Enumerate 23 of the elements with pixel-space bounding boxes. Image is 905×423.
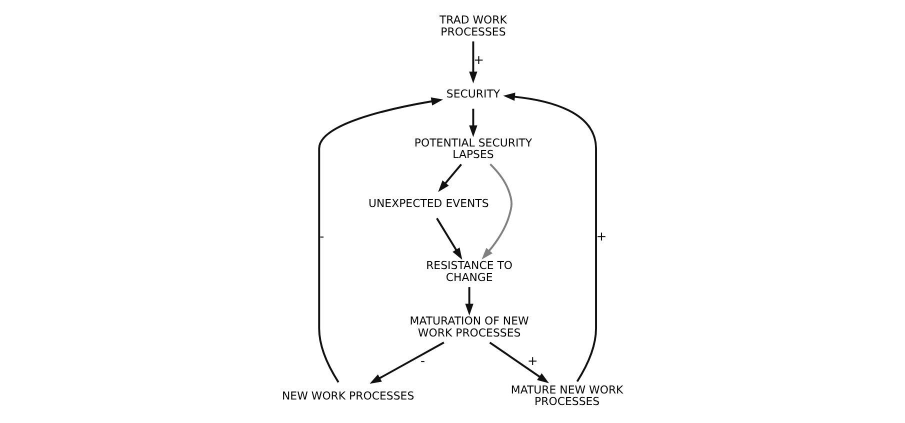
arrow <box>469 108 478 138</box>
arrow <box>318 97 444 383</box>
arrow <box>438 164 462 192</box>
node-text: POTENTIAL SECURITY LAPSES <box>414 136 532 162</box>
node-text: MATURATION OF NEW WORK PROCESSES <box>410 314 529 340</box>
arrow <box>465 287 474 316</box>
arrow <box>469 41 478 84</box>
edge-label: + <box>527 353 538 368</box>
node-text: RESISTANCE TO CHANGE <box>426 259 513 284</box>
arrow <box>436 218 462 260</box>
node-text: MATURE NEW WORK PROCESSES <box>510 384 624 408</box>
node-text: UNEXPECTED EVENTS <box>368 196 489 210</box>
arrow <box>503 92 597 382</box>
edge-label: + <box>596 228 607 244</box>
edge-label: - <box>420 353 426 368</box>
node-text: SECURITY <box>446 87 500 100</box>
edge-label: + <box>473 52 484 67</box>
arrow <box>482 164 513 260</box>
node-text: NEW WORK PROCESSES <box>282 389 414 402</box>
node-text: TRAD WORK PROCESSES <box>440 14 507 38</box>
arrow <box>370 342 444 384</box>
edge-label: - <box>320 228 324 244</box>
arrow <box>489 342 550 384</box>
